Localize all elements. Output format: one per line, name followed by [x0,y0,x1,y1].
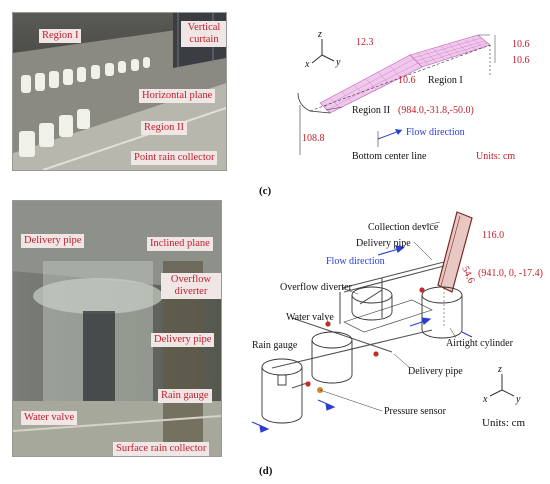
coordinate-d: (941.0, 0, -17.4) [478,268,543,279]
overflow-diverter-drawing [351,286,393,321]
diverter-base-plate [343,299,433,333]
label-surface-rain-collector: Surface rain collector [113,442,210,456]
photo-rain-gauge-rig: Delivery pipe Inclined plane Overflow di… [12,200,222,457]
axis-triad-c [311,39,335,64]
label-collection-device: Collection device [368,222,439,233]
label-airtight-cylinder: Airtight cylinder [446,338,514,349]
collection-device-plate [437,211,473,293]
axis-x-label: x [304,59,310,70]
caption-d: (d) [259,465,273,477]
label-rain-gauge-photo: Rain gauge [158,389,212,403]
valve-markers [305,287,425,387]
label-point-rain-collector: Point rain collector [131,151,218,165]
label-rain-gauge-diagram: Rain gauge [252,340,298,351]
axis-z-label: z [317,29,322,40]
dim-116: 116.0 [482,230,504,241]
airtight-cylinder-drawing [421,286,463,339]
diagram-c-schematic: z x y 12.3 10.6 10.6 10.6 Region I Regio… [297,29,530,162]
dim-10-6-c: 10.6 [398,75,416,86]
label-vertical-curtain: Vertical curtain [181,21,226,47]
dim-10-6-a: 10.6 [512,39,530,50]
label-pressure-sensor: Pressure sensor [384,406,447,417]
axis-y-label: y [335,57,341,68]
label-region-2-diagram: Region II [352,105,390,116]
label-water-valve-diagram: Water valve [286,312,334,323]
flow-arrows [251,245,473,433]
label-inclined-plane: Inclined plane [147,237,213,251]
axis-y-label-d: y [515,394,521,405]
photo-rain-platform: Region I Vertical curtain Horizontal pla… [12,12,227,171]
label-region-1-diagram: Region I [428,75,463,86]
coordinate-c: (984.0,-31.8,-50.0) [398,105,474,116]
dim-12-3: 12.3 [356,37,374,48]
dim-10-6-b: 10.6 [512,55,530,66]
label-overflow-diverter-diagram: Overflow diverter [280,282,353,293]
label-delivery-pipe-photo-top: Delivery pipe [21,234,85,248]
units-d: Units: cm [482,417,526,429]
label-delivery-pipe-photo-mid: Delivery pipe [151,333,215,347]
label-horizontal-plane: Horizontal plane [139,89,216,103]
pipe-network [271,261,445,389]
channel-outline [297,92,331,114]
axis-z-label-d: z [497,364,502,375]
dim-108-8: 108.8 [302,133,325,144]
axis-triad-d [489,374,515,397]
caption-c: (c) [259,185,272,197]
label-overflow-diverter: Overflow diverter [161,273,221,299]
label-delivery-pipe-diagram-bottom: Delivery pipe [408,366,463,377]
label-region-1: Region I [39,29,82,43]
label-region-2: Region II [141,121,187,135]
label-bottom-center-line: Bottom center line [352,151,427,162]
label-water-valve-photo: Water valve [21,411,78,425]
units-c: Units: cm [476,151,515,162]
flow-direction-d: Flow direction [326,256,385,267]
rain-gauge-drawing [261,358,303,424]
label-delivery-pipe-diagram-top: Delivery pipe [356,238,411,249]
diagram-d-schematic: 116.0 54.6 [251,211,543,433]
dim-54-6: 54.6 [459,265,476,286]
middle-cylinder-drawing [311,331,353,384]
axis-x-label-d: x [482,394,488,405]
flow-direction-c: Flow direction [406,127,465,138]
